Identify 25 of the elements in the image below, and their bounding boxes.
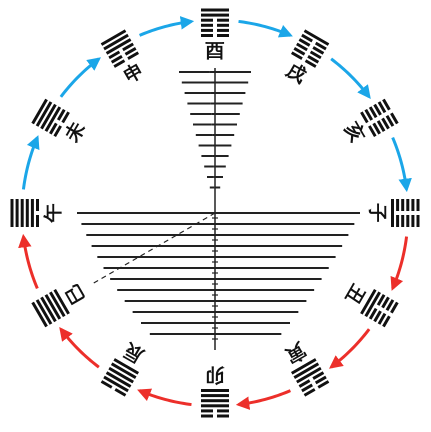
arrow — [59, 327, 100, 368]
arrow — [329, 328, 370, 369]
arrow — [238, 20, 293, 38]
branch-label: 戌 — [281, 57, 311, 89]
arrow — [18, 234, 39, 289]
branch-label: 亥 — [340, 117, 371, 148]
arrow — [330, 58, 371, 99]
arrow — [22, 135, 40, 190]
arrow — [137, 388, 192, 406]
branch-label: 酉 — [204, 40, 226, 62]
branch-label: 午 — [42, 202, 64, 225]
branch-label: 申 — [119, 57, 149, 89]
arrow — [391, 137, 412, 192]
branch-label: 巳 — [59, 279, 90, 310]
branch-label: 辰 — [119, 338, 149, 370]
arrow — [139, 16, 194, 37]
branch-label: 寅 — [281, 338, 311, 370]
dashed-line — [92, 212, 216, 285]
arrow — [60, 57, 101, 98]
branch-label: 丑 — [340, 279, 371, 310]
branch-label: 卯 — [204, 364, 226, 386]
branch-label: 子 — [366, 202, 388, 224]
arrow — [236, 389, 291, 410]
branch-label: 未 — [59, 117, 90, 148]
arrow — [390, 236, 408, 291]
